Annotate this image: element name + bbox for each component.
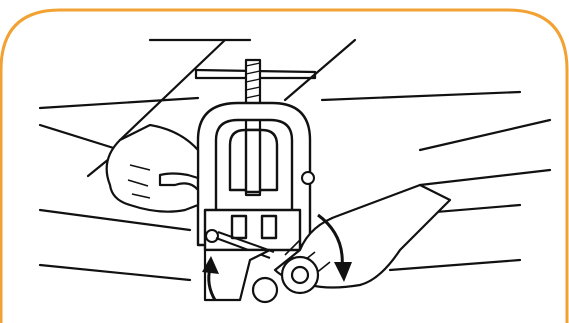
lower-wheel [253, 278, 277, 302]
jaw-slot-right [262, 216, 276, 238]
left-hand [107, 125, 198, 212]
bench-top-edge-right [322, 92, 520, 100]
pipe-bottom [40, 265, 190, 280]
left-arm-sleeve-2 [285, 40, 355, 100]
bench-top-edge [40, 98, 198, 108]
side-nut-right [302, 172, 314, 184]
side-nut-left [206, 230, 218, 242]
pipe-top [40, 210, 190, 230]
right-arm-line-1 [420, 120, 550, 150]
right-arm-line-2 [420, 170, 550, 185]
screw-in-window [246, 130, 260, 192]
jaw-slot-left [232, 216, 246, 238]
cutter-wheel-hub [292, 267, 308, 283]
bench-lower-edge [40, 125, 120, 150]
bench-far-line-2 [390, 260, 520, 270]
